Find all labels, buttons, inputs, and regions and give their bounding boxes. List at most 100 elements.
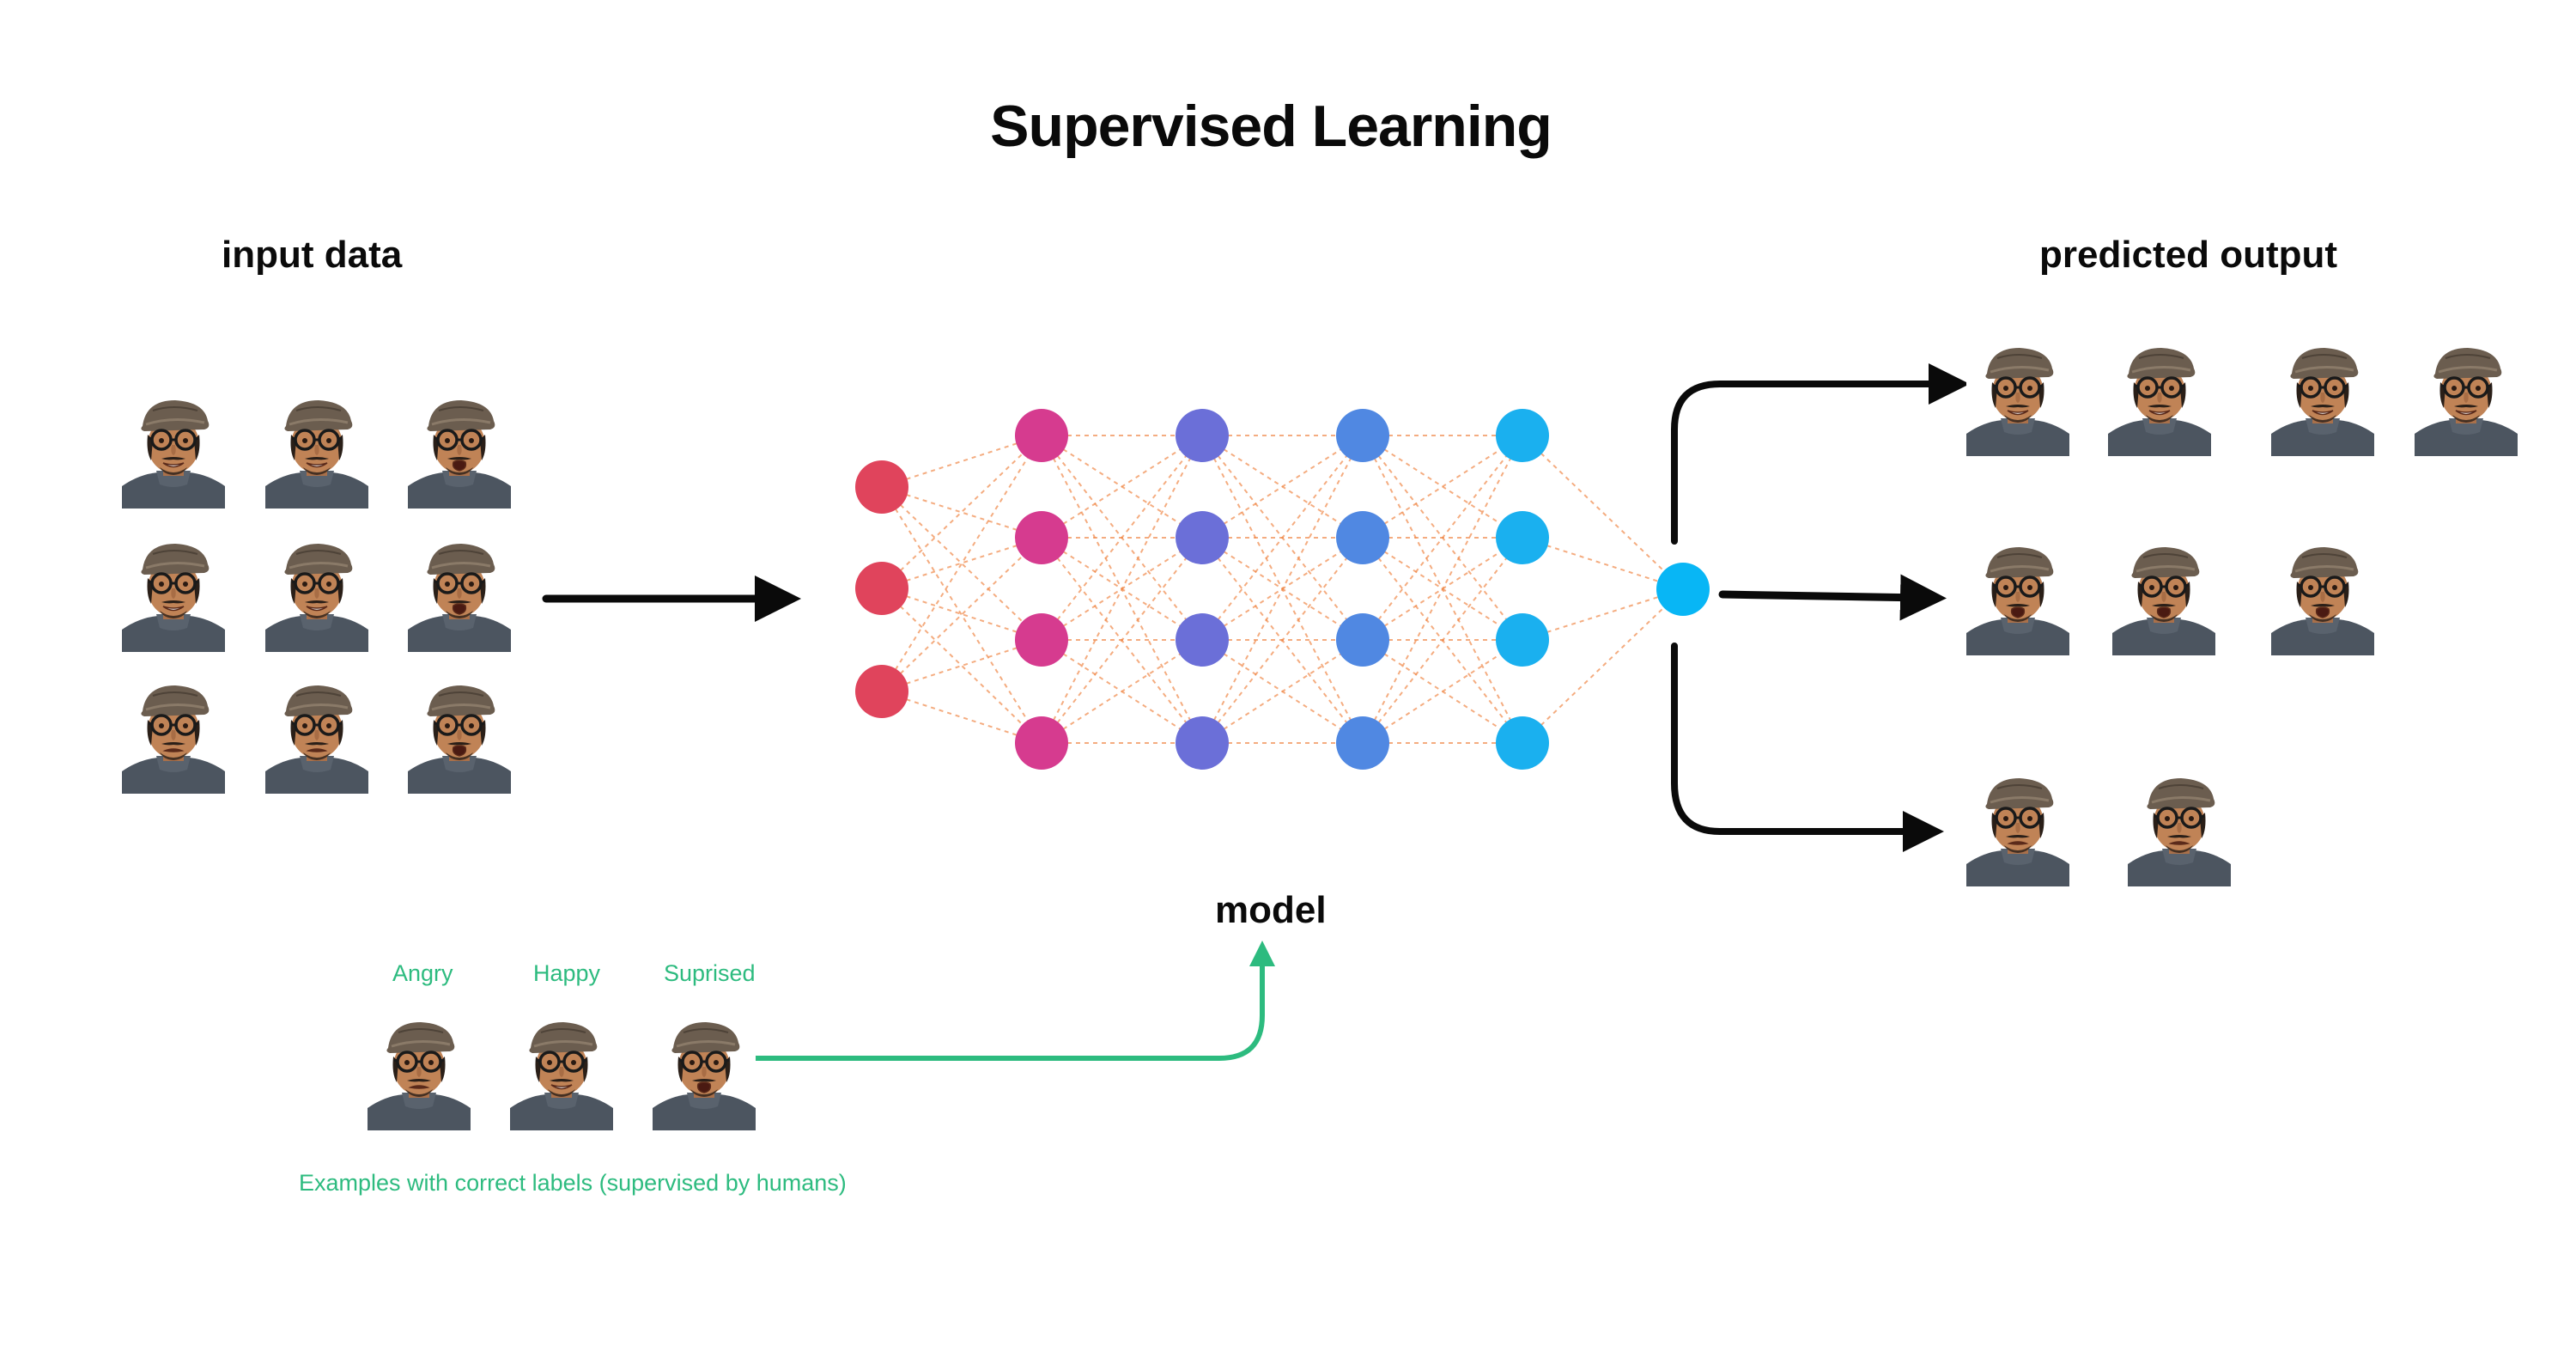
input-face-r1-c3	[408, 392, 511, 509]
input-face-r3-c3	[408, 677, 511, 794]
face-photo-icon	[408, 535, 511, 652]
face-photo-icon	[2271, 539, 2374, 655]
network-connection	[881, 435, 1042, 692]
input-face-r2-c2	[265, 535, 368, 652]
network-connection	[1201, 435, 1364, 744]
network-node-layer-5	[1496, 511, 1549, 564]
network-connection	[881, 435, 1042, 589]
face-photo-icon	[408, 677, 511, 794]
network-connection	[1041, 435, 1203, 539]
network-node-layer-5	[1496, 409, 1549, 462]
network-connection	[1041, 435, 1203, 641]
label-angry: Angry	[392, 960, 453, 986]
output-arrow-bottom	[1671, 643, 1944, 852]
network-connection	[881, 537, 1042, 692]
network-connection	[881, 486, 1042, 539]
network-connections	[881, 435, 1684, 744]
network-connection	[1522, 588, 1684, 744]
network-connection	[1522, 537, 1684, 590]
output-face-angry-1	[1966, 770, 2069, 886]
output-arrow-middle	[1718, 574, 1947, 621]
network-connection	[1362, 435, 1523, 641]
network-connection	[1362, 435, 1523, 744]
network-connection	[1522, 588, 1684, 641]
network-node-layer-3	[1176, 613, 1229, 667]
output-face-angry-2	[2128, 770, 2231, 886]
network-connection	[1201, 639, 1364, 744]
network-connection	[881, 588, 1042, 744]
network-node-layer-2	[1015, 511, 1068, 564]
example-face-angry	[368, 1014, 471, 1130]
output-arrow-top	[1671, 363, 1970, 545]
input-face-r1-c1	[122, 392, 225, 509]
network-connection	[1362, 639, 1523, 744]
network-connection	[881, 537, 1042, 589]
face-photo-icon	[408, 392, 511, 509]
face-photo-icon	[1966, 539, 2069, 655]
network-connection	[1522, 435, 1684, 590]
supervision-arrow	[753, 941, 1275, 1061]
face-photo-icon	[2271, 339, 2374, 456]
label-happy: Happy	[533, 960, 601, 986]
input-face-r2-c3	[408, 535, 511, 652]
output-face-surprised-3	[2271, 539, 2374, 655]
input-face-r3-c2	[265, 677, 368, 794]
network-node-layer-1	[855, 562, 908, 615]
output-face-happy-1	[1966, 339, 2069, 456]
network-node-layer-3	[1176, 409, 1229, 462]
network-connection	[1041, 639, 1203, 744]
network-node-layer-3	[1176, 716, 1229, 770]
network-node-layer-5	[1496, 716, 1549, 770]
network-nodes	[855, 409, 1710, 770]
network-node-layer-2	[1015, 613, 1068, 667]
network-connection	[1201, 537, 1364, 744]
output-face-happy-3	[2271, 339, 2374, 456]
face-photo-icon	[122, 392, 225, 509]
network-connection	[881, 486, 1042, 744]
network-node-layer-2	[1015, 409, 1068, 462]
example-face-surprised	[653, 1014, 756, 1130]
output-face-surprised-1	[1966, 539, 2069, 655]
network-node-layer-4	[1336, 511, 1389, 564]
example-face-happy	[510, 1014, 613, 1130]
face-photo-icon	[265, 392, 368, 509]
face-photo-icon	[122, 535, 225, 652]
network-node-layer-6	[1656, 563, 1710, 616]
network-node-layer-5	[1496, 613, 1549, 667]
network-connection	[1201, 435, 1364, 539]
network-node-layer-4	[1336, 613, 1389, 667]
output-face-happy-2	[2108, 339, 2211, 456]
network-node-layer-4	[1336, 716, 1389, 770]
label-surprised: Suprised	[664, 960, 756, 986]
network-node-layer-1	[855, 665, 908, 718]
face-photo-icon	[653, 1014, 756, 1130]
network-node-layer-4	[1336, 409, 1389, 462]
network-node-layer-2	[1015, 716, 1068, 770]
network-connection	[1041, 435, 1203, 744]
face-photo-icon	[510, 1014, 613, 1130]
input-data-heading: input data	[222, 234, 403, 276]
face-photo-icon	[122, 677, 225, 794]
face-photo-icon	[2128, 770, 2231, 886]
face-photo-icon	[368, 1014, 471, 1130]
face-photo-icon	[2112, 539, 2215, 655]
face-photo-icon	[1966, 770, 2069, 886]
face-photo-icon	[265, 677, 368, 794]
face-photo-icon	[2108, 339, 2211, 456]
model-label: model	[1215, 889, 1327, 931]
face-photo-icon	[2415, 339, 2518, 456]
network-connection	[1362, 537, 1523, 744]
input-face-r3-c1	[122, 677, 225, 794]
output-face-happy-4	[2415, 339, 2518, 456]
network-node-layer-3	[1176, 511, 1229, 564]
input-face-r1-c2	[265, 392, 368, 509]
network-connection	[1362, 435, 1523, 539]
predicted-output-heading: predicted output	[2039, 234, 2338, 276]
network-connection	[881, 639, 1042, 692]
network-connection	[881, 588, 1042, 641]
face-photo-icon	[1966, 339, 2069, 456]
network-connection	[1201, 435, 1364, 641]
diagram-title: Supervised Learning	[990, 94, 1552, 159]
labeled-examples-caption: Examples with correct labels (supervised…	[299, 1170, 847, 1196]
